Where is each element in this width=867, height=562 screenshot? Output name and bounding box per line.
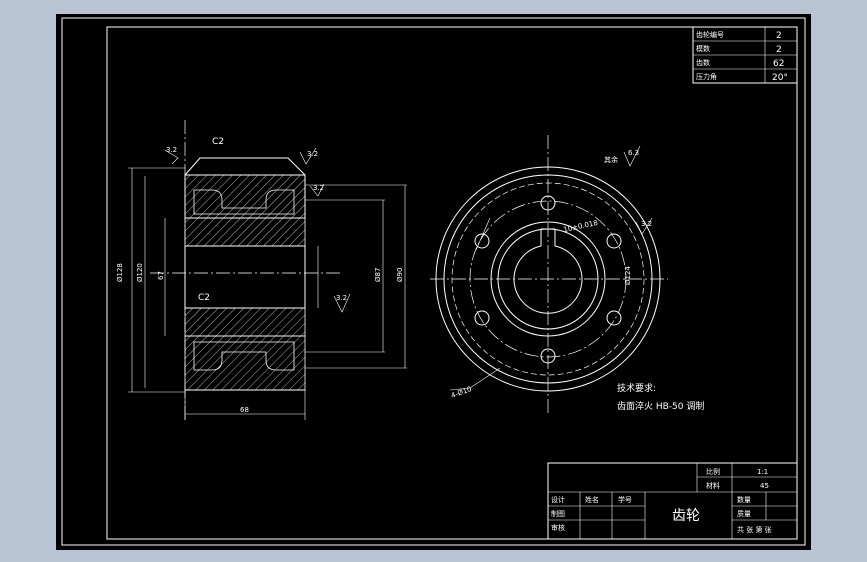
drawing-canvas — [56, 14, 811, 550]
remaining-roughness-label: 其余 — [604, 155, 618, 164]
param-value-2: 62 — [773, 59, 784, 69]
param-label-1: 模数 — [696, 44, 710, 53]
hub-circle-outer — [490, 221, 606, 337]
scale-value: 1:1 — [757, 468, 768, 476]
roughness-symbol-left: 3.2 — [164, 146, 179, 165]
bolt-hole — [606, 310, 622, 326]
scale-label: 比例 — [706, 467, 720, 476]
pitch-circle — [451, 182, 645, 376]
design-label: 设计 — [551, 495, 565, 504]
bolt-hole — [474, 233, 490, 249]
tech-requirements-title: 技术要求: — [617, 382, 656, 394]
section-hatch-mid-top — [184, 217, 306, 247]
outer-frame — [61, 17, 806, 546]
roughness-symbol-bore: 3.2 — [333, 293, 351, 313]
title-block: 比例 1:1 材料 45 设计 姓名 学号 制图 审核 齿轮 数量 质量 共 张… — [547, 462, 798, 540]
bolt-hole — [540, 195, 556, 211]
dim-right-1: Ø87 — [374, 268, 382, 282]
tooth-dimension: Ø124 — [624, 266, 632, 285]
param-label-3: 压力角 — [696, 72, 717, 81]
chamfer-top-label: C2 — [212, 137, 224, 147]
sheet-note: 共 张 第 张 — [737, 525, 772, 534]
dim-right-2: Ø90 — [396, 268, 404, 282]
dim-bore-dia: 67 — [157, 271, 165, 280]
param-value-3: 20° — [772, 73, 788, 83]
svg-text:3.2: 3.2 — [307, 150, 318, 158]
root-circle — [443, 174, 653, 384]
svg-text:3.2: 3.2 — [336, 294, 347, 302]
section-hatch-mid-bottom — [184, 307, 306, 337]
remaining-roughness-value: 6.3 — [628, 149, 639, 157]
drawn-label: 制图 — [551, 509, 565, 518]
gear-section-view: 68 Ø128 Ø120 67 Ø87 Ø90 C2 C2 3.2 3.2 — [116, 120, 407, 420]
drawing-title: 齿轮 — [672, 508, 700, 524]
param-value-0: 2 — [776, 31, 782, 41]
bolt-hole — [606, 233, 622, 249]
gear-parameter-table: 齿轮编号 2 模数 2 齿数 62 压力角 20° — [692, 26, 798, 84]
svg-text:3.2: 3.2 — [313, 184, 324, 192]
inner-border — [106, 26, 798, 540]
roughness-symbol-face: 3.2 — [309, 183, 325, 197]
param-label-0: 齿轮编号 — [696, 30, 724, 39]
material-value: 45 — [760, 482, 769, 490]
material-label: 材料 — [706, 481, 720, 490]
hole-pattern-circle — [469, 200, 627, 358]
dim-outer: Ø128 — [116, 263, 124, 282]
quantity-label: 数量 — [737, 495, 751, 504]
keyway-roughness-value: 3.2 — [641, 220, 652, 228]
check-label: 审核 — [551, 523, 565, 532]
outer-circle — [435, 166, 661, 392]
param-value-1: 2 — [776, 45, 782, 55]
name-column: 姓名 — [585, 495, 599, 504]
tech-requirements-note: 齿面淬火 HB-50 调制 — [617, 400, 704, 412]
section-hatch-bottom — [184, 335, 306, 391]
section-hatch-top — [184, 174, 306, 219]
id-column: 学号 — [618, 495, 632, 504]
weight-label: 质量 — [737, 509, 751, 518]
dim-width: 68 — [240, 406, 249, 414]
svg-text:3.2: 3.2 — [166, 146, 177, 154]
gear-front-view: 4-Ø10 Ø124 10±0.018 其余 6.3 3.2 技术要求: 齿面淬… — [430, 135, 704, 415]
dim-root: Ø120 — [136, 263, 144, 282]
param-label-2: 齿数 — [696, 58, 710, 67]
roughness-symbol-top: 3.2 — [299, 147, 318, 165]
chamfer-bore-label: C2 — [198, 293, 210, 303]
bolt-hole — [474, 310, 490, 326]
bolt-hole — [540, 348, 556, 364]
bore-with-keyway — [513, 228, 583, 314]
